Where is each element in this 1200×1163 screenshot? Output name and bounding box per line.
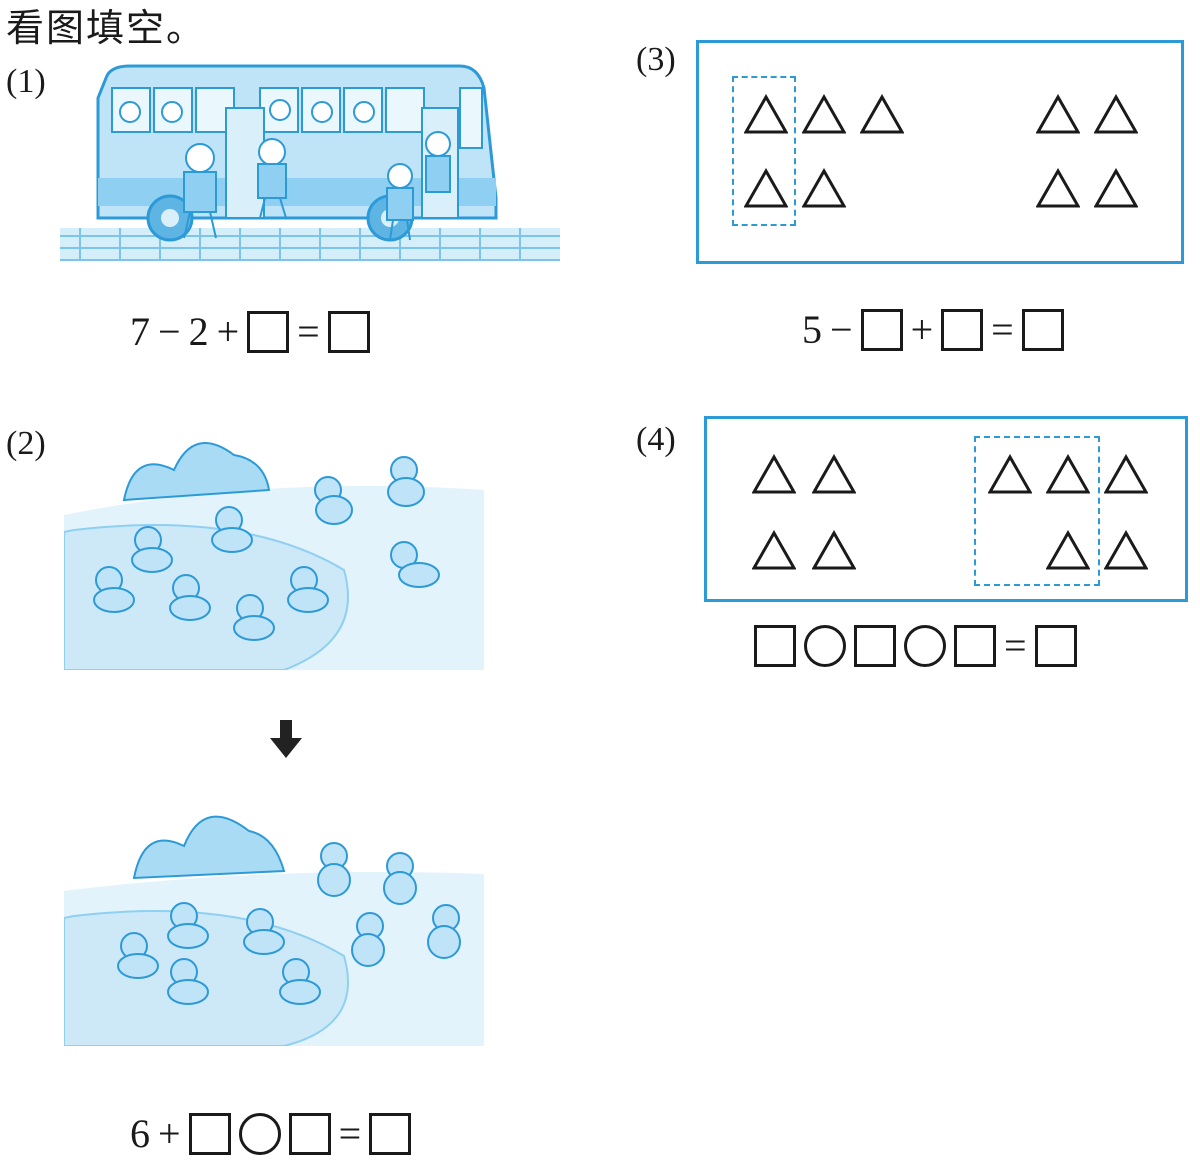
equation-1: 7 − 2 + = (130, 308, 370, 356)
eq1-equals-sign: = (297, 309, 320, 354)
dashed-selection-3 (732, 76, 796, 226)
equation-2: 6 + = (130, 1110, 412, 1158)
down-arrow-icon (270, 720, 302, 764)
triangle-icon (802, 94, 846, 134)
eq3-answer-box-2[interactable] (941, 309, 984, 351)
triangle-icon (1046, 454, 1090, 494)
eq1-answer-box-2[interactable] (327, 311, 370, 353)
eq4-operator-circle-1[interactable] (804, 625, 846, 667)
equation-4: = (754, 622, 1077, 670)
eq2-number-a: 6 (130, 1111, 150, 1156)
triangle-icon (1104, 454, 1148, 494)
bus-picture (60, 58, 560, 268)
triangle-icon (1036, 168, 1080, 208)
eq2-answer-box-3[interactable] (369, 1113, 412, 1155)
eq2-equals-sign: = (338, 1111, 362, 1156)
question-1-label: (1) (6, 63, 46, 100)
ducks-pond-picture-after (64, 796, 494, 1046)
eq4-answer-box-2[interactable] (854, 625, 896, 667)
triangle-icon (802, 168, 846, 208)
eq2-plus-sign: + (158, 1111, 181, 1156)
page-title: 看图填空。 (6, 6, 207, 50)
triangle-icon (1046, 530, 1090, 570)
eq1-answer-box-1[interactable] (247, 311, 290, 353)
eq3-number-a: 5 (802, 307, 822, 352)
eq3-answer-box-1[interactable] (860, 309, 903, 351)
triangle-icon (752, 454, 796, 494)
triangle-icon (1104, 530, 1148, 570)
question-4-label: (4) (636, 421, 676, 458)
triangles-frame-3 (696, 40, 1184, 264)
eq2-answer-box-1[interactable] (188, 1113, 231, 1155)
triangle-icon (1094, 94, 1138, 134)
eq2-operator-circle[interactable] (238, 1113, 281, 1155)
eq1-number-b: 2 (188, 309, 209, 354)
triangle-icon (744, 94, 788, 134)
triangle-icon (812, 454, 856, 494)
eq4-answer-box-1[interactable] (754, 625, 796, 667)
triangle-icon (752, 530, 796, 570)
eq3-plus-sign: + (910, 307, 934, 352)
triangle-icon (744, 168, 788, 208)
eq4-answer-box-3[interactable] (954, 625, 996, 667)
triangle-icon (860, 94, 904, 134)
eq3-answer-box-3[interactable] (1021, 309, 1064, 351)
eq3-minus-sign: − (830, 307, 853, 352)
eq3-equals-sign: = (991, 307, 1014, 352)
equation-3: 5 − + = (802, 306, 1064, 354)
triangle-icon (988, 454, 1032, 494)
eq4-operator-circle-2[interactable] (904, 625, 946, 667)
triangles-frame-4 (704, 416, 1188, 602)
eq2-answer-box-2[interactable] (288, 1113, 331, 1155)
triangle-icon (1094, 168, 1138, 208)
eq1-number-a: 7 (130, 309, 150, 354)
ducks-pond-picture-before (64, 420, 494, 670)
eq4-answer-box-4[interactable] (1034, 625, 1077, 667)
eq1-minus-sign: − (158, 309, 181, 354)
eq1-plus-sign: + (216, 309, 240, 354)
question-3-label: (3) (636, 41, 676, 78)
question-2-label: (2) (6, 425, 46, 462)
eq4-equals-sign: = (1004, 623, 1027, 668)
triangle-icon (812, 530, 856, 570)
dashed-selection-4 (974, 436, 1100, 586)
triangle-icon (1036, 94, 1080, 134)
